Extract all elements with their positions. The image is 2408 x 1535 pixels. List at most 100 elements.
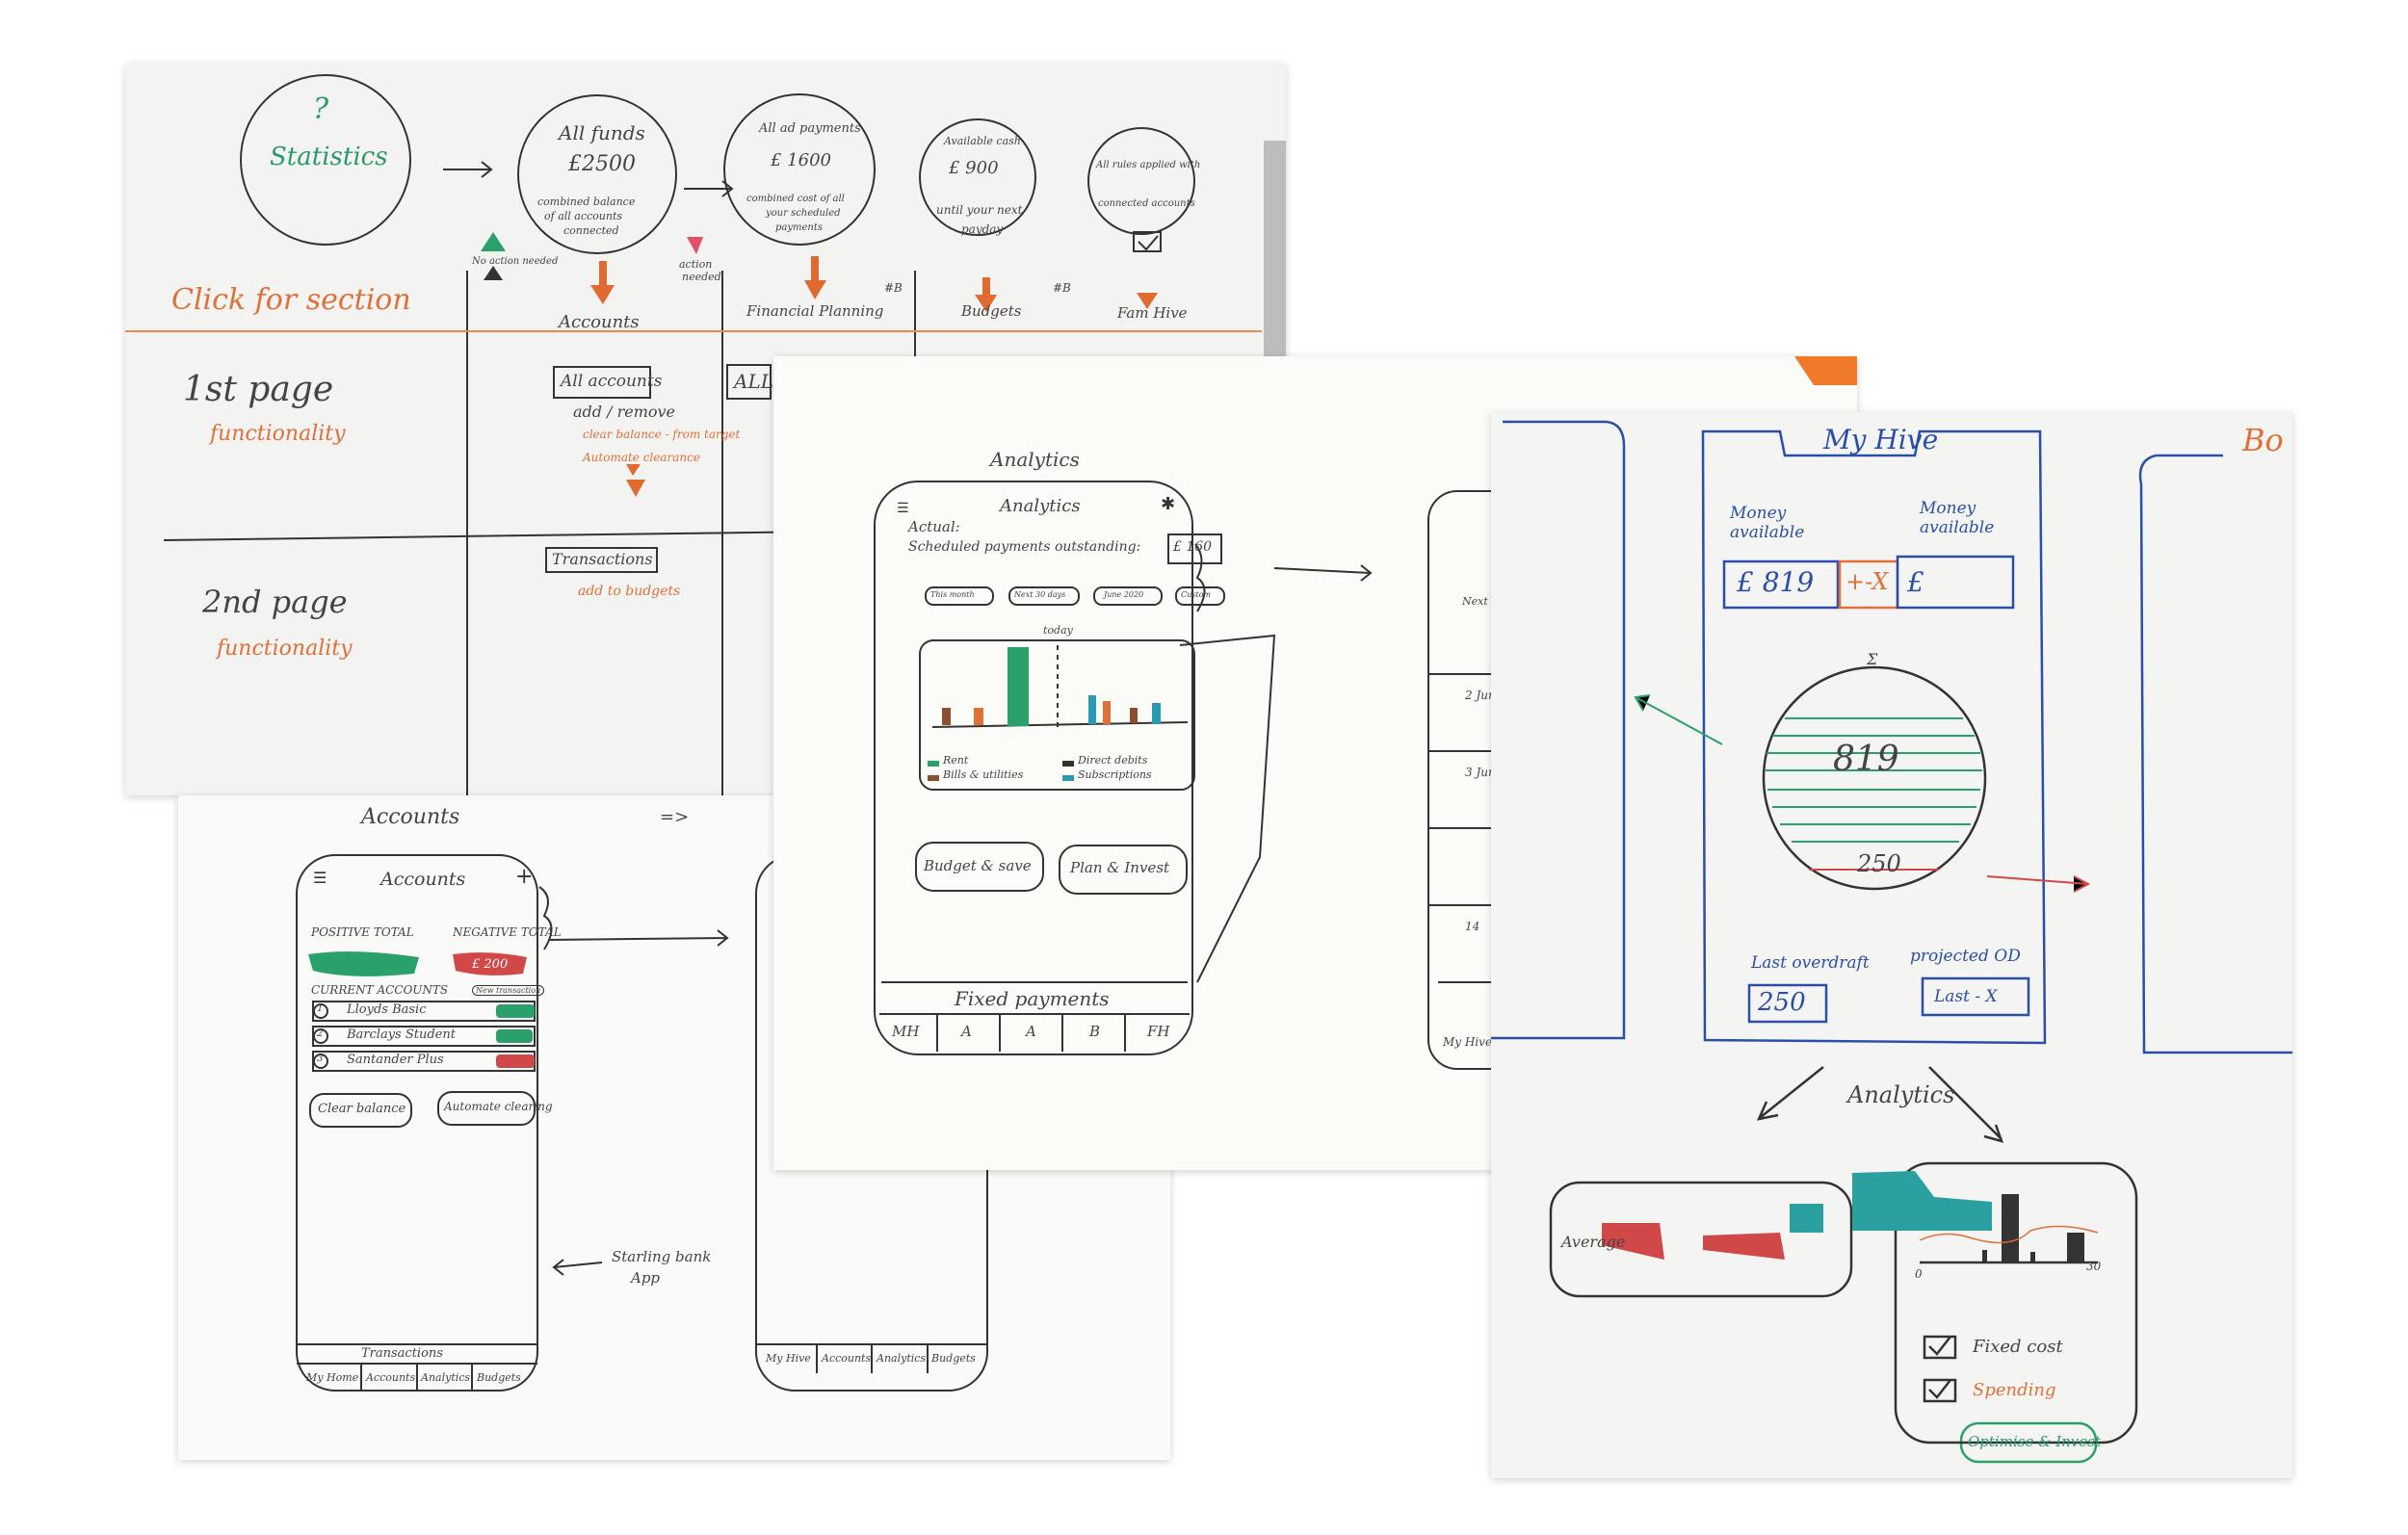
- circle-title-1: All funds: [559, 121, 645, 144]
- automate-clearance: Automate clearance: [583, 451, 700, 464]
- stats-question: ?: [313, 92, 329, 126]
- projected-od: projected OD: [1910, 947, 2021, 966]
- col-num2: #B: [1053, 281, 1071, 295]
- last-value: 250: [1758, 988, 1806, 1017]
- pound-input[interactable]: £: [1907, 566, 1924, 598]
- accounts-screen-title: Accounts: [380, 869, 466, 890]
- next-screen-label: Bo: [2242, 422, 2284, 458]
- circle-desc-1a: combined balance: [537, 195, 636, 208]
- fixed-payments-bar[interactable]: Fixed payments: [955, 987, 1110, 1010]
- minus-x[interactable]: +-X: [1845, 568, 1889, 595]
- center-value: 819: [1833, 740, 1899, 779]
- scheduled-amount: £ 160: [1173, 539, 1213, 555]
- accounts-arrow: =>: [660, 807, 690, 827]
- accounts-drawing: [296, 854, 988, 1392]
- col-financial: Financial Planning: [746, 302, 884, 320]
- tab-b[interactable]: B: [1089, 1023, 1101, 1040]
- account-barclays[interactable]: Barclays Student: [347, 1028, 456, 1042]
- bottom-value: 250: [1857, 850, 1901, 877]
- automate-clearing-button[interactable]: Automate clearing: [444, 1100, 553, 1113]
- all-accounts: All accounts: [561, 372, 663, 391]
- transactions-bar[interactable]: Transactions: [361, 1346, 443, 1361]
- row2-title: 2nd page: [202, 584, 348, 620]
- add-icon[interactable]: +: [515, 865, 534, 889]
- butterfly-icon: ✱: [1161, 494, 1176, 514]
- money-amount: £ 819: [1737, 566, 1815, 598]
- tab2-analytics[interactable]: Analytics: [877, 1352, 927, 1365]
- legend-bills: Bills & utilities: [943, 768, 1024, 781]
- circle-title-4: All rules applied with: [1096, 160, 1201, 170]
- tab2-accounts[interactable]: Accounts: [822, 1352, 872, 1365]
- circle-title-3: Available cash: [944, 135, 1021, 147]
- myhive-photo: My Hive Bo Money available Money availab…: [1491, 412, 2292, 1478]
- analytics-heading: Analytics: [990, 448, 1080, 471]
- negative-total: NEGATIVE TOTAL: [453, 925, 562, 939]
- tab-accounts[interactable]: Accounts: [366, 1371, 416, 1384]
- spending-label: Spending: [1973, 1380, 2056, 1400]
- side-item-1: 2 Jun: [1465, 689, 1496, 702]
- tab2-myhive[interactable]: My Hive: [766, 1352, 811, 1365]
- menu-icon[interactable]: ☰: [313, 869, 327, 887]
- myhive-drawing: [1491, 420, 2292, 1464]
- analytics-screen-title: Analytics: [1000, 496, 1081, 516]
- legend-rent: Rent: [943, 754, 969, 767]
- starling-note-1: Starling bank: [612, 1248, 712, 1265]
- money-available-2: Money available: [1920, 499, 1995, 537]
- negative-amount: £ 200: [472, 957, 509, 972]
- clear-balance-note: clear balance - from target: [583, 428, 741, 441]
- row1-title: 1st page: [183, 370, 334, 409]
- tab-a1[interactable]: A: [961, 1023, 972, 1040]
- circle-desc-3b: payday: [961, 222, 1004, 236]
- tab-mh[interactable]: MH: [892, 1023, 920, 1040]
- period-june[interactable]: June 2020: [1104, 590, 1144, 599]
- side-tab-myhive[interactable]: My Hive: [1443, 1035, 1493, 1049]
- tab-fh[interactable]: FH: [1147, 1023, 1170, 1040]
- current-accounts: CURRENT ACCOUNTS: [311, 983, 449, 997]
- period-next-30[interactable]: Next 30 days: [1014, 590, 1066, 599]
- click-section: Click for section: [171, 283, 411, 317]
- fixed-cost-label: Fixed cost: [1973, 1337, 2063, 1357]
- col-budgets: Budgets: [961, 302, 1022, 320]
- circle-title-2: All ad payments: [759, 121, 861, 136]
- optimise-button[interactable]: Optimise & Invest: [1968, 1433, 2101, 1450]
- accounts-heading: Accounts: [361, 805, 460, 829]
- period-custom[interactable]: Custom: [1181, 590, 1211, 599]
- account-num-1: 1: [317, 1003, 324, 1014]
- circle-desc-1c: connected: [563, 224, 619, 237]
- legend-direct: Direct debits: [1078, 754, 1148, 767]
- stats-label: Statistics: [270, 143, 388, 171]
- clear-balance-button[interactable]: Clear balance: [318, 1102, 406, 1116]
- circle-amount-3: £ 900: [949, 158, 999, 178]
- col-accounts: Accounts: [559, 312, 640, 332]
- tab2-budgets[interactable]: Budgets: [931, 1352, 976, 1365]
- menu-icon[interactable]: ☰: [897, 501, 909, 516]
- account-santander[interactable]: Santander Plus: [347, 1053, 444, 1067]
- circle-amount-2: £ 1600: [771, 150, 831, 170]
- col-famhive: Fam Hive: [1117, 304, 1188, 322]
- side-item-3: 14: [1465, 920, 1480, 933]
- new-transaction-button[interactable]: New transaction: [472, 985, 545, 996]
- period-this-month[interactable]: This month: [930, 590, 975, 599]
- account-lloyds[interactable]: Lloyds Basic: [347, 1002, 427, 1017]
- plan-invest-button[interactable]: Plan & Invest: [1070, 859, 1170, 876]
- tab-a2[interactable]: A: [1026, 1023, 1036, 1040]
- analytics-label: Analytics: [1847, 1081, 1955, 1108]
- col-num1: #B: [884, 281, 903, 295]
- money-available-1: Money available: [1730, 504, 1805, 542]
- tab-analytics[interactable]: Analytics: [421, 1371, 471, 1384]
- starling-note-2: App: [631, 1269, 661, 1287]
- axis-end: 30: [2086, 1260, 2102, 1273]
- legend-subs: Subscriptions: [1078, 768, 1152, 781]
- scheduled-label: Scheduled payments outstanding:: [908, 539, 1141, 555]
- budget-save-button[interactable]: Budget & save: [924, 857, 1032, 874]
- tab-budgets[interactable]: Budgets: [477, 1371, 521, 1384]
- circle-desc-1b: of all accounts: [544, 210, 623, 222]
- average-label: Average: [1561, 1233, 1626, 1251]
- last-minus-x: Last - X: [1934, 987, 1998, 1006]
- tab-myhome[interactable]: My Home: [306, 1371, 359, 1384]
- circle-desc-2b: your scheduled: [766, 208, 841, 219]
- today-label: today: [1043, 624, 1073, 637]
- positive-total: POSITIVE TOTAL: [311, 925, 414, 939]
- circle-desc-2c: payments: [775, 222, 824, 233]
- last-overdraft: Last overdraft: [1751, 953, 1870, 973]
